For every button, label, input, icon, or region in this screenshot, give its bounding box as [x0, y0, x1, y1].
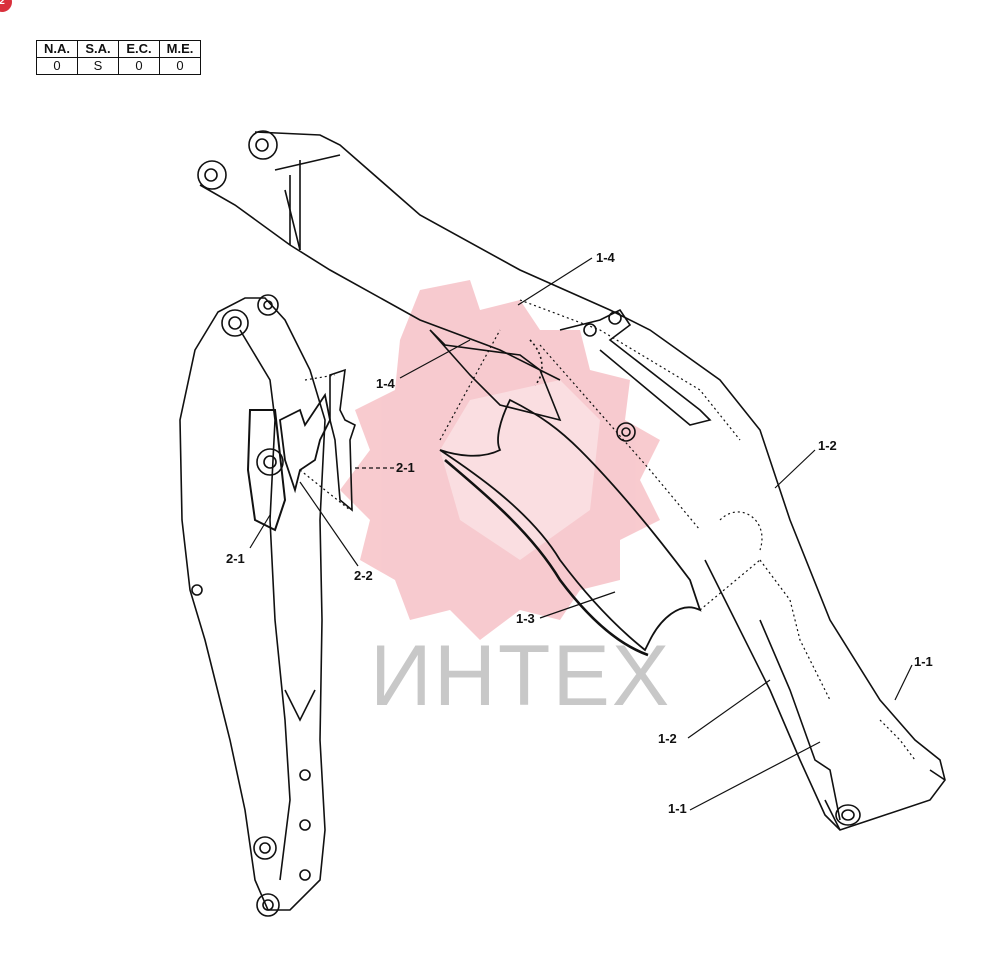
leader-1-3 — [539, 591, 616, 619]
boom-lower-flange — [759, 619, 841, 821]
header-na: N.A. — [36, 40, 78, 58]
leader-1-4-mid — [399, 339, 471, 379]
boom-foot-plate — [274, 154, 341, 251]
arm-plate-2-1 — [246, 409, 287, 532]
arm-hole-1 — [299, 769, 311, 781]
plate-1-3-outline — [439, 398, 702, 652]
arm-top-pin — [221, 309, 249, 337]
arm-plate-2-2 — [279, 392, 331, 494]
header-ec: E.C. — [118, 40, 160, 58]
arm-cylinder-pin — [256, 448, 284, 476]
code-table-header-row: N.A. S.A. E.C. M.E. — [36, 40, 201, 58]
boom-inner-plate-low — [759, 559, 831, 701]
proj-4 — [719, 511, 763, 551]
leader-1-2-top — [774, 449, 816, 489]
leader-1-1-bottom — [689, 741, 821, 811]
boom-mid-pin-hole — [621, 427, 631, 437]
arm-hole-3 — [299, 869, 311, 881]
label-1-1-bottom: 1-1 — [668, 801, 687, 816]
arm-hole-2 — [299, 819, 311, 831]
boom-foot-box — [289, 160, 301, 250]
boom-foot-pin-front-hole — [204, 168, 218, 182]
plate-1-3-edge — [444, 459, 649, 657]
arm — [179, 294, 331, 917]
arm-bucket-pin — [253, 836, 277, 860]
arm-bucket-pin-hole — [259, 842, 271, 854]
leader-1-4-top — [517, 257, 593, 306]
proj-2 — [539, 344, 701, 531]
arm-side-hole — [191, 584, 203, 596]
plate-2-1-outline — [329, 368, 356, 512]
arm-tip-pin — [256, 893, 280, 917]
label-2-2: 2-2 — [354, 568, 373, 583]
bracket-pin-1 — [583, 323, 597, 337]
label-1-1-right: 1-1 — [914, 654, 933, 669]
plate-2-1-projection — [299, 374, 351, 511]
bracket-pin-2 — [608, 311, 622, 325]
boom-top-outline — [254, 131, 946, 831]
boom-foot-pin-rear-hole — [255, 138, 269, 152]
arm-outline — [179, 297, 326, 911]
leader-2-1-left — [249, 514, 271, 549]
boom-cylinder-bracket — [559, 308, 712, 426]
projection-lines — [439, 329, 763, 611]
label-1-4-top: 1-4 — [596, 250, 616, 265]
boom-inner-plate-tip — [879, 719, 916, 761]
code-table: N.A. S.A. E.C. M.E. 0 S 0 0 — [36, 40, 201, 75]
proj-3 — [699, 559, 761, 611]
main-boom — [197, 130, 946, 831]
boom-foot-pin-front — [197, 160, 227, 190]
arm-top-pin-2-hole — [263, 300, 273, 310]
arm-cylinder-pin-hole — [263, 455, 277, 469]
arm-top-pin-2 — [257, 294, 279, 316]
label-1-2-top: 1-2 — [818, 438, 837, 453]
label-2-1-left: 2-1 — [226, 551, 245, 566]
value-ec: 0 — [118, 57, 160, 75]
leader-2-2 — [299, 481, 359, 567]
arm-web-notch — [284, 689, 316, 722]
header-me: M.E. — [159, 40, 201, 58]
page-badge: 2 — [0, 0, 12, 12]
label-1-4-mid: 1-4 — [376, 376, 396, 391]
label-2-1-right: 2-1 — [396, 460, 415, 475]
plate-1-4-cutout — [529, 339, 543, 386]
label-1-3: 1-3 — [516, 611, 535, 626]
header-sa: S.A. — [77, 40, 119, 58]
boom-foot-pin-rear — [248, 130, 278, 160]
arm-center-edge — [239, 329, 291, 881]
watermark-text: ИНТЕХ — [370, 628, 671, 724]
plate-2-1 — [299, 368, 356, 512]
leader-1-1-right — [894, 664, 913, 701]
label-1-2-bottom: 1-2 — [658, 731, 677, 746]
boom-tip-edges — [824, 769, 946, 831]
boom-tip-pin-hole — [841, 809, 855, 821]
boom-bottom-outline — [199, 184, 561, 381]
leader-1-2-bottom — [687, 679, 771, 739]
watermark-logo — [340, 280, 660, 640]
leader-lines — [249, 257, 913, 811]
arm-tip-pin-hole — [262, 899, 274, 911]
plate-1-3 — [439, 398, 702, 657]
arm-top-pin-hole — [228, 316, 242, 330]
value-me: 0 — [159, 57, 201, 75]
proj-1 — [439, 329, 501, 441]
watermark-shield — [440, 380, 600, 560]
code-table-value-row: 0 S 0 0 — [36, 57, 201, 75]
boom-tip-pin — [835, 804, 861, 826]
